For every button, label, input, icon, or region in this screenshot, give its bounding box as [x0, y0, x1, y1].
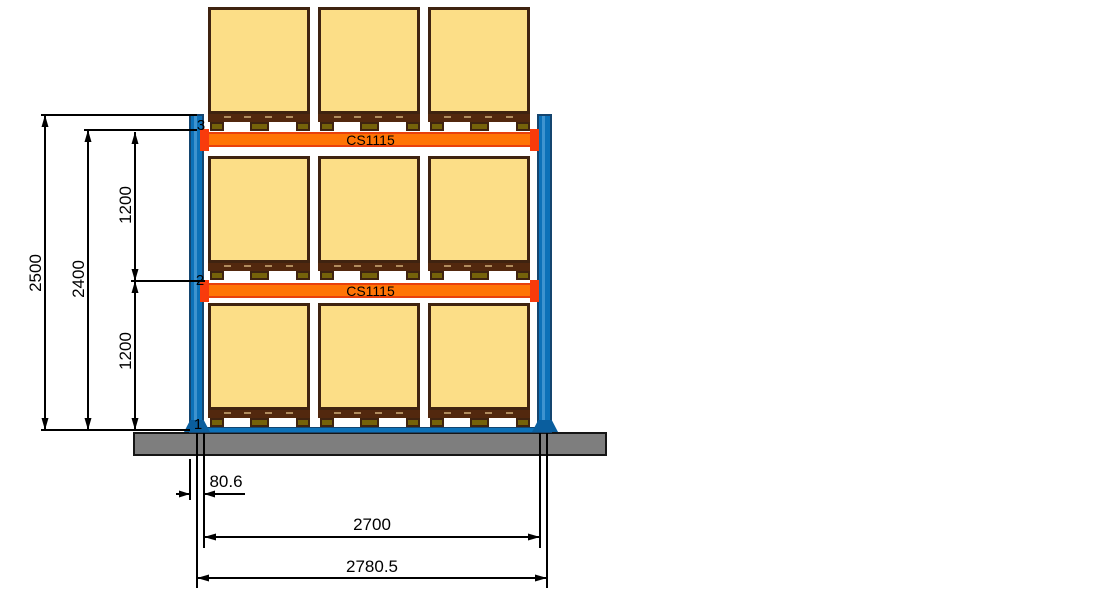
pallet-block: [250, 271, 269, 280]
dim-overall-depth: 2780.5: [346, 557, 398, 576]
pallet-block: [470, 418, 489, 427]
pallet-load-unit: [208, 7, 310, 132]
pallet-block: [210, 418, 224, 427]
load-box: [428, 156, 530, 263]
dim-beam-top-height: 2400: [69, 260, 88, 298]
pallet-deck: [428, 410, 530, 418]
pallet-deck: [318, 114, 420, 122]
pallet-deck: [318, 263, 420, 271]
pallet-block: [516, 271, 530, 280]
pallet-load-unit: [428, 156, 530, 281]
pallet-block: [250, 122, 269, 131]
pallet-block: [406, 122, 420, 131]
pallet-deck: [208, 263, 310, 271]
beam-connector: [200, 280, 209, 302]
pallet-block: [320, 418, 334, 427]
beam-connector: [530, 280, 539, 302]
pallet-block: [320, 122, 334, 131]
beam-level-3-label: CS1115: [346, 131, 395, 148]
beam-level-2-label: CS1115: [346, 282, 395, 299]
pallet-block: [320, 271, 334, 280]
pallet-block: [406, 418, 420, 427]
extension-lines-left: [41, 114, 205, 431]
pallet-block: [296, 271, 310, 280]
extension-lines-bottom: [189, 433, 548, 588]
pallet-load-unit: [318, 303, 420, 428]
dim-level-spacing-upper: 1200: [116, 186, 135, 224]
pallet-block: [430, 418, 444, 427]
load-box: [318, 156, 420, 263]
pallet-load-unit: [208, 156, 310, 281]
pallet-block: [360, 122, 379, 131]
left-upright: [189, 114, 204, 432]
beam-connector: [530, 129, 539, 151]
dim-lines-vertical: [44, 115, 136, 430]
pallet-block: [360, 418, 379, 427]
dim-lines-bottom: [176, 493, 547, 579]
load-box: [208, 7, 310, 114]
pallet-block: [406, 271, 420, 280]
pallet-block: [470, 122, 489, 131]
pallet-load-unit: [318, 7, 420, 132]
pallet-load-unit: [208, 303, 310, 428]
dim-level-spacing-lower: 1200: [116, 332, 135, 370]
beam-level-3: CS1115: [204, 132, 537, 147]
pallet-block: [430, 122, 444, 131]
pallet-block: [516, 418, 530, 427]
pallet-block: [296, 418, 310, 427]
pallet-deck: [318, 410, 420, 418]
pallet-block: [360, 271, 379, 280]
pallet-block: [430, 271, 444, 280]
load-box: [318, 303, 420, 410]
right-upright-baseplate: [532, 420, 558, 432]
beam-connector: [200, 129, 209, 151]
left-upright-baseplate: [184, 420, 210, 432]
right-upright: [537, 114, 552, 432]
pallet-block: [210, 271, 224, 280]
pallet-block: [296, 122, 310, 131]
base-rail: [189, 427, 552, 433]
pallet-block: [516, 122, 530, 131]
pallet-deck: [208, 114, 310, 122]
pallet-block: [470, 271, 489, 280]
pallet-deck: [428, 263, 530, 271]
floor-slab: [133, 432, 607, 456]
load-box: [208, 303, 310, 410]
load-box: [428, 7, 530, 114]
pallet-deck: [428, 114, 530, 122]
pallet-load-unit: [428, 303, 530, 428]
dim-upright-depth: 80.6: [209, 472, 242, 491]
load-box: [428, 303, 530, 410]
load-box: [208, 156, 310, 263]
load-box: [318, 7, 420, 114]
dim-total-height: 2500: [26, 254, 45, 292]
pallet-block: [250, 418, 269, 427]
pallet-block: [210, 122, 224, 131]
pallet-load-unit: [318, 156, 420, 281]
beam-level-2: CS1115: [204, 283, 537, 298]
pallet-load-unit: [428, 7, 530, 132]
dim-clear-entry: 2700: [353, 515, 391, 534]
pallet-deck: [208, 410, 310, 418]
